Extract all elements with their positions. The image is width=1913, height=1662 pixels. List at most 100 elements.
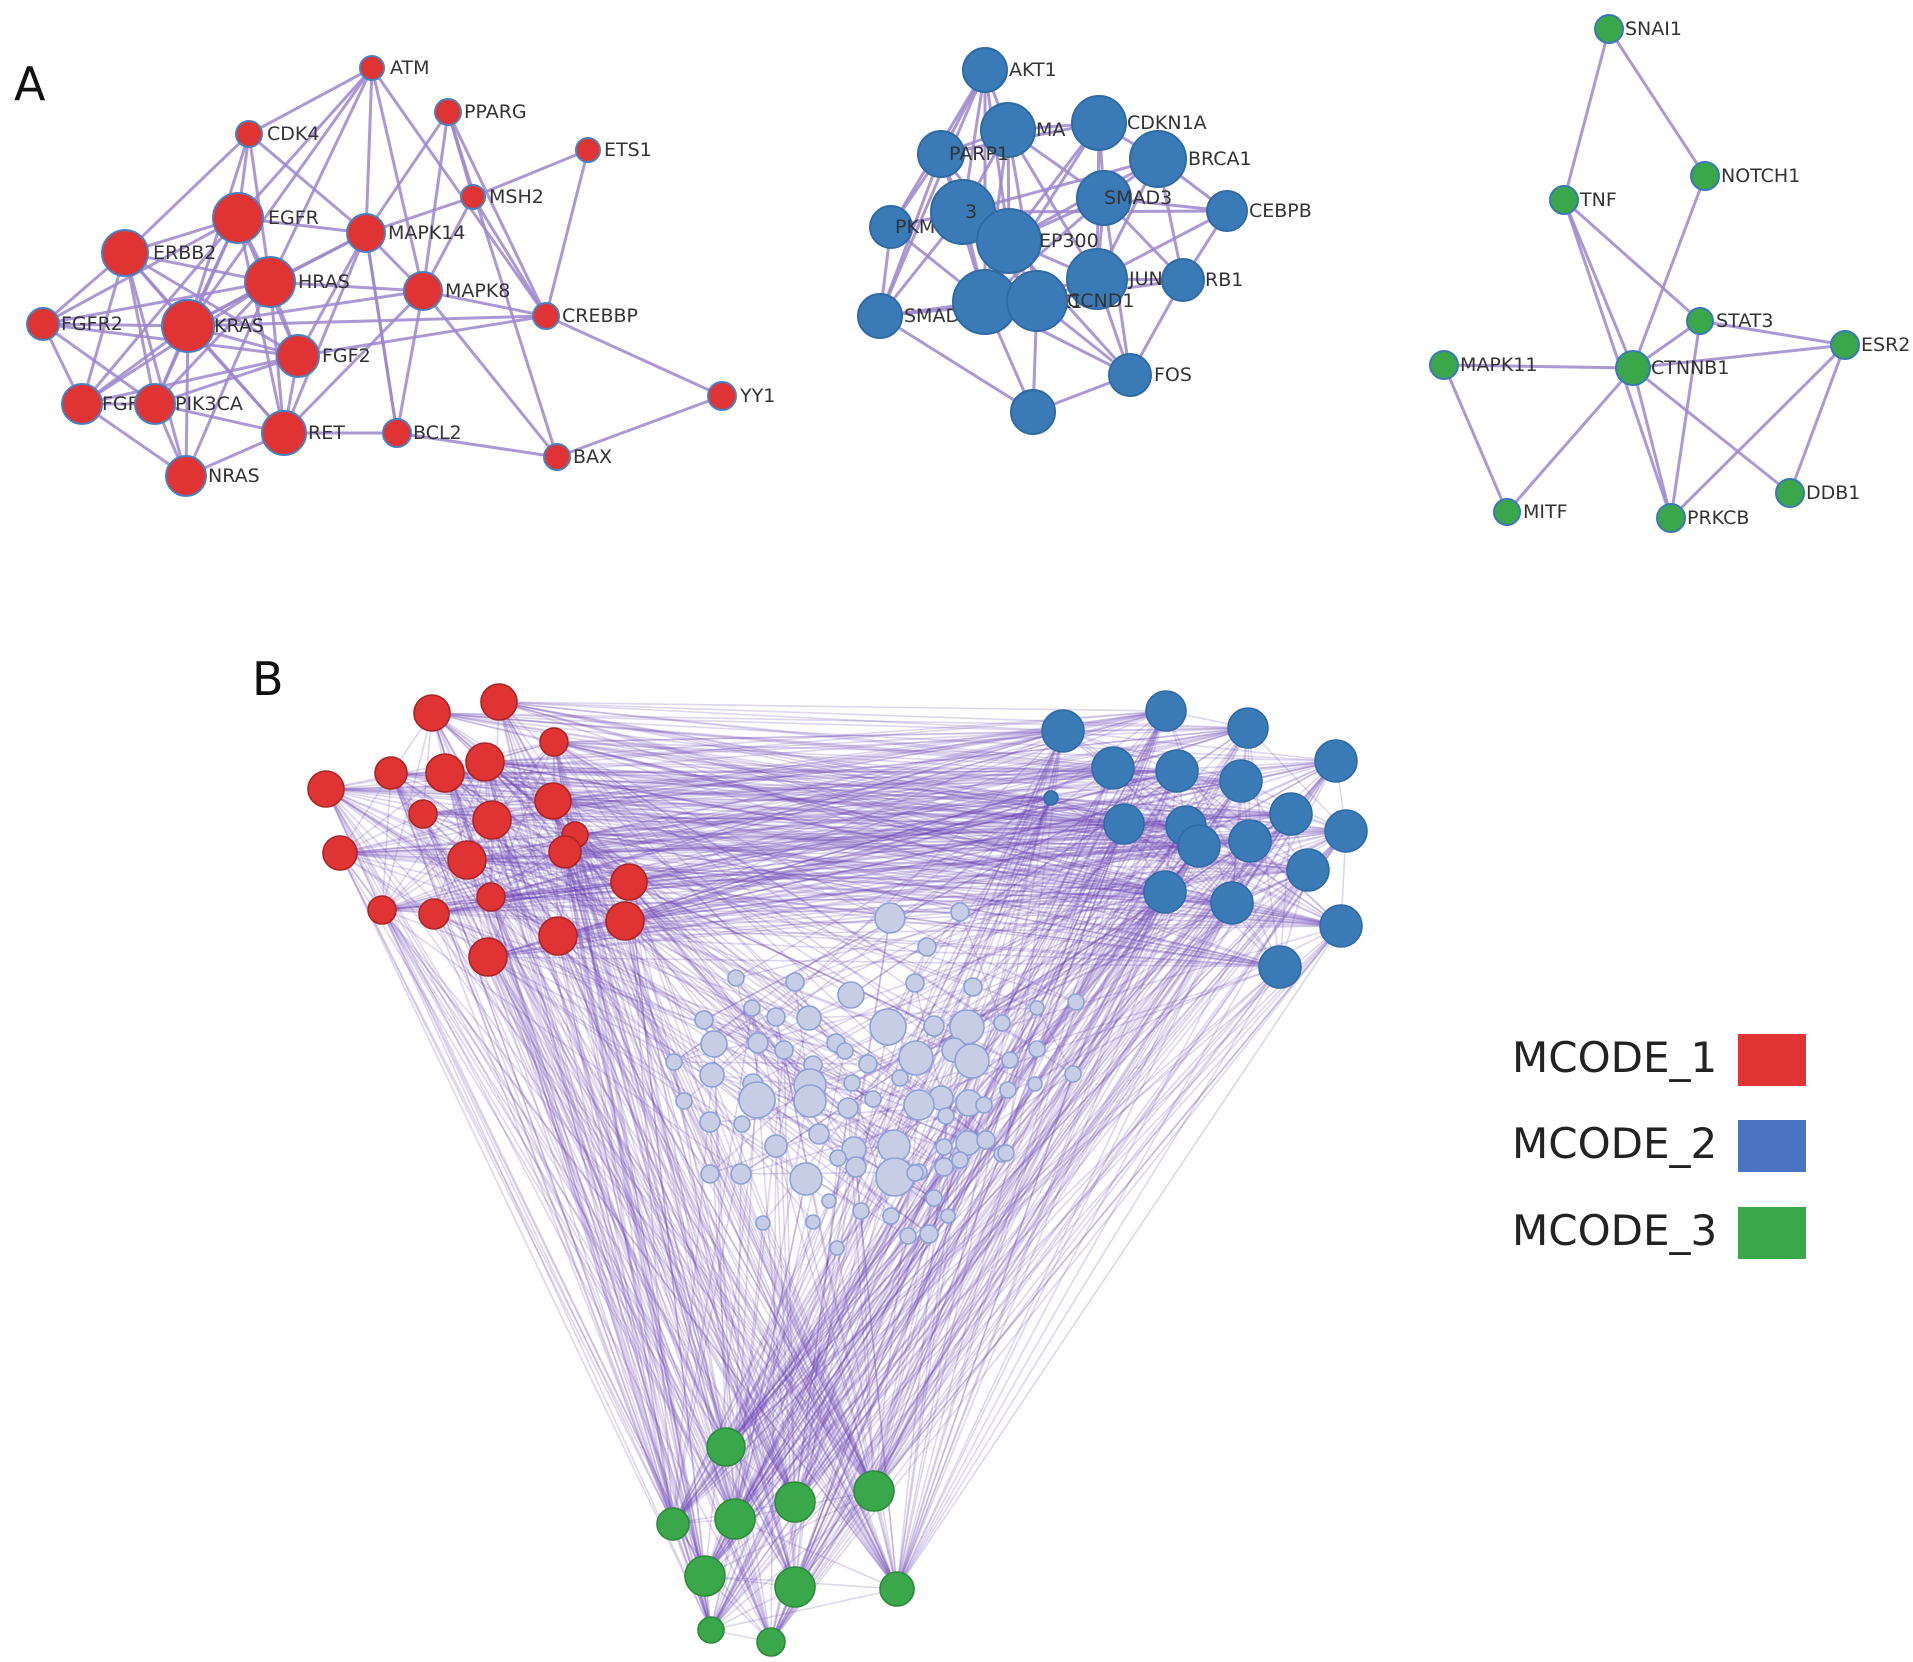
edge xyxy=(364,232,399,434)
edge xyxy=(421,290,559,458)
edge xyxy=(1050,797,1292,815)
edge xyxy=(624,920,875,1492)
node-label: PRKCB xyxy=(1687,507,1749,529)
edge xyxy=(624,920,736,1520)
edge xyxy=(236,67,374,219)
edge xyxy=(837,825,1187,1159)
edge xyxy=(339,780,1242,854)
node-circle xyxy=(857,293,903,339)
edge xyxy=(628,727,1249,883)
network-node: CREBBP xyxy=(532,302,638,330)
edge xyxy=(431,712,630,883)
edge xyxy=(491,730,1064,821)
edge xyxy=(703,770,1178,1021)
edge xyxy=(1247,727,1347,832)
edge xyxy=(433,797,1052,915)
edge xyxy=(879,314,1034,414)
edge xyxy=(553,741,712,1631)
edge xyxy=(390,772,1200,847)
edge xyxy=(444,772,1187,827)
node-label: PKM xyxy=(895,216,935,238)
edge xyxy=(552,800,706,1577)
edge xyxy=(466,859,796,1503)
network-node-mcode1 xyxy=(534,782,572,820)
edge xyxy=(484,761,1342,927)
edge xyxy=(959,911,1003,1024)
edge xyxy=(873,813,1292,1492)
edge xyxy=(896,1215,949,1590)
edge xyxy=(564,851,706,1577)
network-node-mcode3 xyxy=(879,1571,915,1607)
network-node-other xyxy=(805,1214,821,1230)
network-node-mcode1 xyxy=(307,770,345,808)
edge xyxy=(896,767,1114,1590)
edge xyxy=(325,770,1178,790)
edge xyxy=(491,770,1178,821)
edge xyxy=(873,1089,1009,1492)
edge xyxy=(783,1049,796,1503)
edge xyxy=(710,797,1052,1631)
edge xyxy=(466,859,736,1520)
node-label: JUN xyxy=(1128,268,1163,290)
edge xyxy=(835,760,1337,1044)
edge xyxy=(770,925,1342,1643)
edge xyxy=(704,830,1347,1577)
edge xyxy=(381,909,727,1448)
edge xyxy=(490,896,711,1175)
edge xyxy=(431,712,1292,815)
edge xyxy=(734,925,1342,1520)
edge xyxy=(339,852,1233,904)
edge xyxy=(490,896,898,1590)
edge xyxy=(381,909,796,1503)
edge xyxy=(1164,891,1342,927)
node-circle xyxy=(707,381,737,411)
edge xyxy=(713,1043,1003,1155)
edge xyxy=(672,830,1347,1525)
edge xyxy=(624,920,796,1588)
edge xyxy=(490,896,796,1588)
network-node-mcode1 xyxy=(538,916,578,956)
edge xyxy=(487,770,1178,958)
edge xyxy=(794,830,1347,1503)
edge xyxy=(867,830,1347,1065)
edge xyxy=(574,727,1249,836)
edge xyxy=(431,712,945,1168)
edge xyxy=(734,1060,973,1520)
edge xyxy=(873,825,1187,1492)
edge xyxy=(740,813,1292,1175)
network-node-other xyxy=(665,1053,683,1071)
edge xyxy=(624,920,1342,927)
network-node: PPARG xyxy=(434,98,527,126)
edge xyxy=(725,710,1167,1448)
node-circle xyxy=(1010,389,1056,435)
edge xyxy=(770,767,1114,1643)
edge xyxy=(709,1050,846,1175)
node-label: DDB1 xyxy=(1806,482,1860,504)
node-label: 3 xyxy=(965,201,977,223)
edge xyxy=(484,730,1064,763)
network-node-other xyxy=(940,1208,956,1224)
edge xyxy=(487,800,554,958)
edge xyxy=(1607,28,1707,177)
edge xyxy=(484,761,1178,772)
edge xyxy=(889,917,1077,1003)
edge xyxy=(851,830,1347,1084)
network-node-other xyxy=(837,1097,859,1119)
edge xyxy=(703,1019,846,1052)
edge xyxy=(433,913,875,1492)
edge xyxy=(628,881,727,1448)
legend-label-mcode2: MCODE_2 xyxy=(1512,1119,1717,1168)
network-node-mcode3 xyxy=(684,1555,726,1597)
edge xyxy=(444,772,875,1492)
node-circle xyxy=(1656,503,1686,533)
network-node-mcode2 xyxy=(1210,881,1254,925)
edge xyxy=(553,741,1187,827)
edge xyxy=(624,869,1309,922)
edge xyxy=(704,710,1167,1577)
edge xyxy=(1062,730,1337,762)
edge xyxy=(725,1235,909,1448)
node-circle xyxy=(1108,353,1152,397)
node-label: BCL2 xyxy=(413,422,462,444)
network-node-mcode1 xyxy=(374,756,408,790)
edge xyxy=(490,701,500,898)
